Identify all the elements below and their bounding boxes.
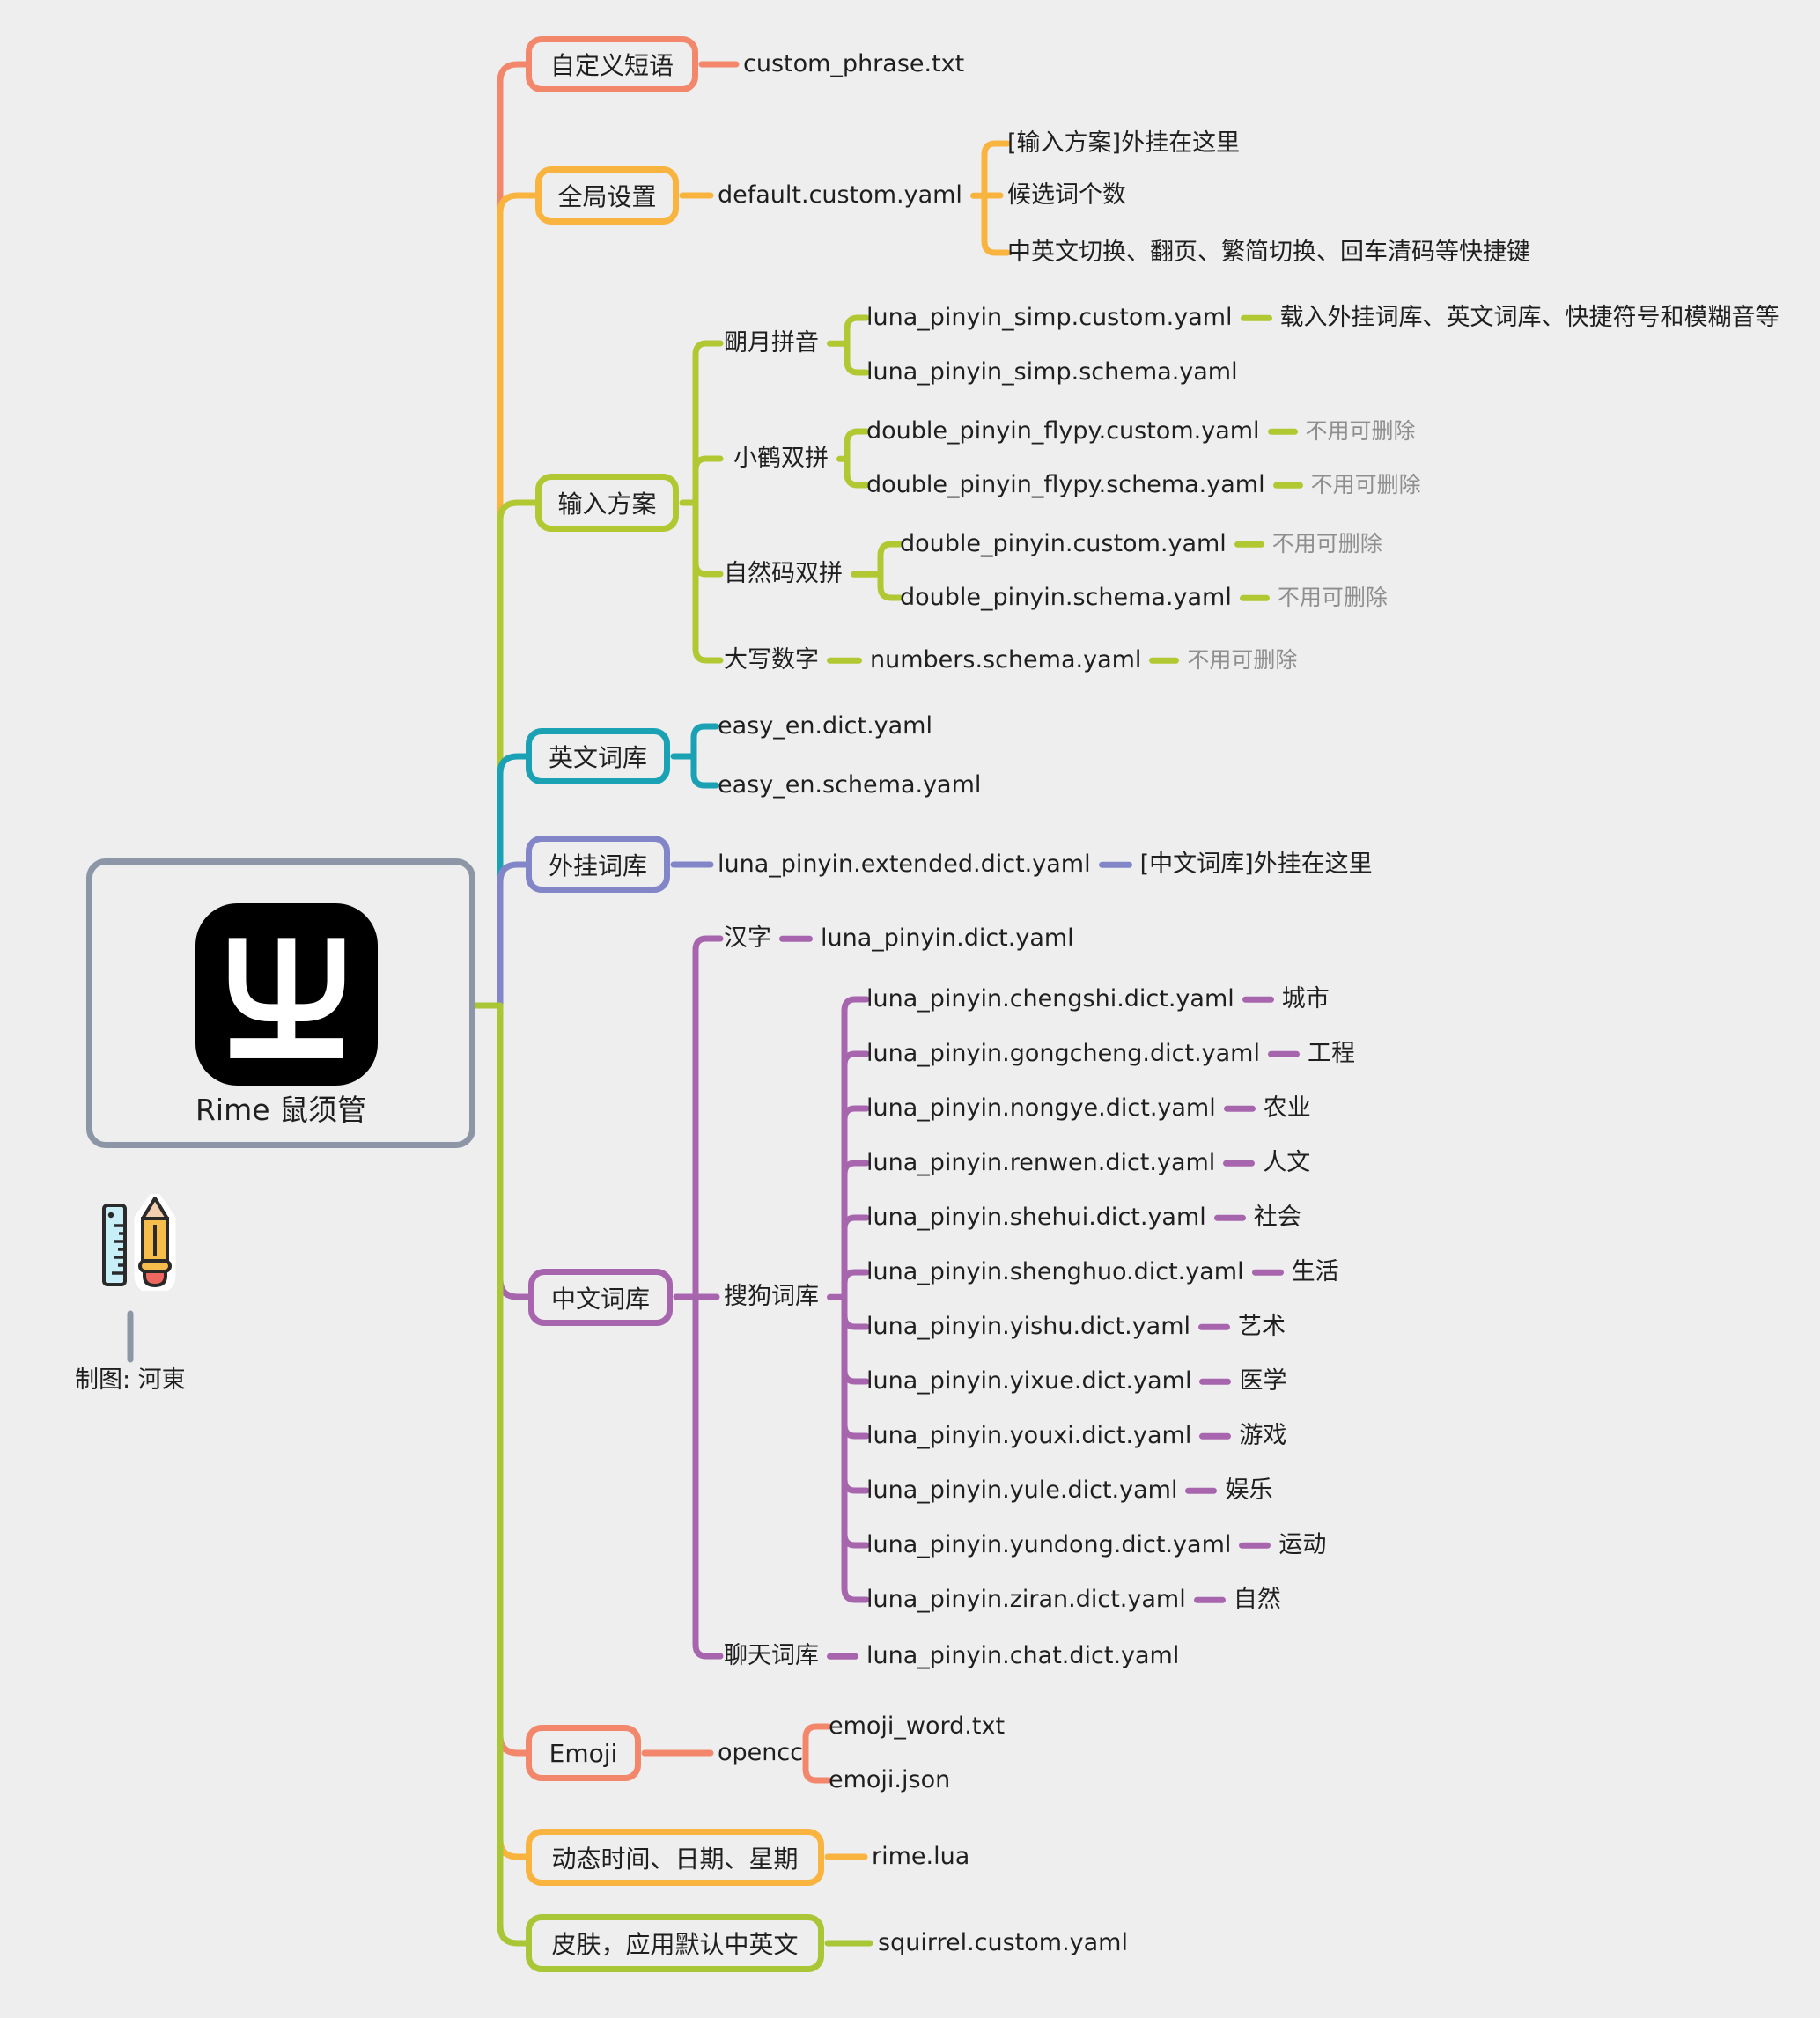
connector: [836, 455, 847, 462]
node-easy-en-dict[interactable]: easy_en.dict.yaml: [718, 711, 932, 740]
connector: [1185, 1487, 1218, 1494]
rime-logo-icon: [195, 903, 378, 1086]
connector: [1199, 1378, 1232, 1385]
connector: [1149, 657, 1180, 664]
connector: [1251, 1269, 1284, 1276]
node-schema-patch-hint[interactable]: [输入方案]外挂在这里: [1007, 129, 1241, 157]
branch-skin[interactable]: 皮肤，应用默认中英文: [526, 1914, 824, 1972]
central-title: Rime 鼠须管: [195, 1093, 367, 1127]
branch-global-settings[interactable]: 全局设置: [535, 166, 679, 225]
connector: [1213, 1214, 1246, 1221]
node-candidate-count[interactable]: 候选词个数: [1007, 180, 1126, 209]
node-flypy[interactable]: 小鹤双拼: [733, 445, 847, 473]
connector: [827, 1653, 858, 1660]
central-node[interactable]: Rime 鼠须管: [86, 858, 475, 1148]
connector: [1223, 1160, 1256, 1167]
connector: [1193, 1596, 1226, 1603]
connector: [1272, 482, 1303, 489]
node-rime-lua[interactable]: rime.lua: [872, 1842, 970, 1870]
connector: [851, 571, 881, 578]
connector: [1239, 594, 1270, 601]
node-custom-phrase-txt[interactable]: custom_phrase.txt: [743, 49, 965, 77]
ruler-icon: [102, 1204, 127, 1286]
connector: [1240, 314, 1272, 321]
connector: [1199, 1432, 1232, 1440]
node-luna-pinyin[interactable]: 朙月拼音: [724, 329, 847, 357]
node-sogou-dicts[interactable]: 搜狗词库: [724, 1283, 844, 1311]
connector: [1268, 1050, 1300, 1057]
node-default-custom-yaml[interactable]: default.custom.yaml: [718, 181, 984, 210]
node-emoji-json[interactable]: emoji.json: [829, 1765, 951, 1793]
branch-external-dict[interactable]: 外挂词库: [526, 836, 670, 893]
connector: [1267, 428, 1298, 435]
node-ziranma[interactable]: 自然码双拼: [724, 560, 881, 588]
branch-input-schemas[interactable]: 输入方案: [535, 474, 679, 532]
connector: [1239, 1542, 1271, 1549]
connector: [969, 192, 984, 199]
node-squirrel-custom-yaml[interactable]: squirrel.custom.yaml: [878, 1928, 1128, 1956]
connector: [827, 1293, 844, 1300]
branch-english-dict[interactable]: 英文词库: [526, 728, 670, 784]
connector: [827, 657, 862, 664]
branch-chinese-dict[interactable]: 中文词库: [528, 1269, 673, 1326]
node-luna-simp-schema[interactable]: luna_pinyin_simp.schema.yaml: [866, 357, 1238, 386]
connector: [779, 935, 813, 942]
pencil-icon: [134, 1194, 176, 1291]
node-opencc[interactable]: opencc: [718, 1738, 804, 1766]
node-extended-dict[interactable]: luna_pinyin.extended.dict.yaml[中文词库]外挂在这…: [718, 850, 1373, 878]
node-emoji-word-txt[interactable]: emoji_word.txt: [829, 1712, 1006, 1740]
branch-custom-phrases[interactable]: 自定义短语: [526, 36, 698, 92]
attribution-label: 制图: 河東: [75, 1366, 186, 1394]
connector: [1234, 541, 1264, 548]
branch-dynamic-time[interactable]: 动态时间、日期、星期: [526, 1829, 824, 1886]
connector: [1242, 996, 1274, 1003]
node-hotkeys[interactable]: 中英文切换、翻页、繁简切换、回车清码等快捷键: [1007, 238, 1530, 266]
connector: [827, 340, 847, 347]
node-easy-en-schema[interactable]: easy_en.schema.yaml: [718, 770, 982, 799]
connector: [1198, 1323, 1231, 1330]
branch-emoji[interactable]: Emoji: [526, 1725, 641, 1781]
connector: [1098, 861, 1132, 868]
connector: [1223, 1105, 1256, 1112]
